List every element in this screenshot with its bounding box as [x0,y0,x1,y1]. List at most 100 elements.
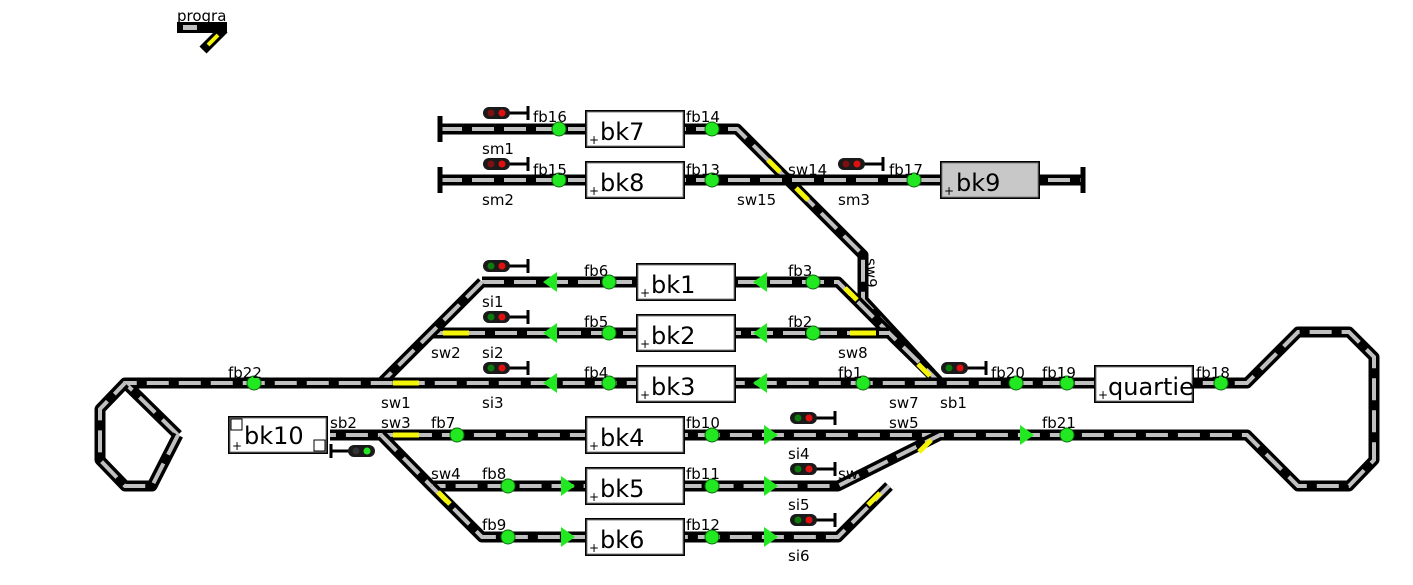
signal-lamp [794,465,802,473]
signal-label-si6: si6 [788,547,810,565]
sensor-label-fb13: fb13 [686,161,720,179]
direction-arrow [543,272,557,292]
sensor-label-fb21: fb21 [1042,414,1076,432]
sensor-label-fb4: fb4 [584,364,608,382]
block-box[interactable]: + [585,110,685,148]
signal-head [348,445,375,457]
block-plus-icon: + [589,184,599,198]
signal-icon[interactable] [790,513,837,527]
direction-arrow [543,373,557,393]
signal-icon[interactable] [483,157,530,171]
signal-icon[interactable] [941,361,988,375]
sensor-icon[interactable] [1059,375,1075,391]
block-box[interactable]: + [940,161,1040,199]
signal-head [790,412,817,424]
sensor-label-fb10: fb10 [686,414,720,432]
sensor-label-fb17: fb17 [889,161,923,179]
sensor-icon[interactable] [805,274,821,290]
switch-route-indicator[interactable] [916,362,932,378]
direction-arrow [561,476,575,496]
direction-arrow [561,527,575,547]
block-box[interactable]: + [585,518,685,556]
block-box[interactable]: + [585,416,685,454]
block-box[interactable]: + [228,416,328,454]
sensor-icon[interactable] [855,375,871,391]
block-box[interactable]: + [636,314,736,352]
signal-lamp [805,414,813,422]
switch-route-indicator[interactable] [866,491,882,507]
signal-icon[interactable] [838,157,885,171]
block-body [941,162,1039,198]
sensor-label-fb3: fb3 [788,262,812,280]
sensor-icon[interactable] [1008,375,1024,391]
switch-label-sw15: sw15 [737,191,776,209]
switch-route-indicator[interactable] [843,286,859,302]
block-body [586,468,684,504]
track-ties [120,330,1376,488]
sensor-icon[interactable] [601,325,617,341]
sensor-icon[interactable] [1213,375,1229,391]
block-box[interactable]: + [1094,365,1194,403]
switch-label-sw4: sw4 [431,465,461,483]
switch-label-sw3: sw3 [381,414,411,432]
signal-icon[interactable] [329,444,375,458]
program-label: progra [177,7,226,25]
sensor-icon[interactable] [704,478,720,494]
sensor-icon[interactable] [500,478,516,494]
signal-icon[interactable] [790,462,837,476]
sensor-icon[interactable] [500,529,516,545]
signal-lamp [956,364,964,372]
sensor-icon[interactable] [704,427,720,443]
signal-icon[interactable] [790,411,837,425]
signal-label-si3: si3 [482,394,504,412]
signals [329,106,988,527]
feedback-sensors [246,121,1229,545]
sensor-icon[interactable] [1059,427,1075,443]
signal-head [483,158,510,170]
direction-arrows [543,272,1034,547]
sensor-icon[interactable] [704,172,720,188]
direction-arrow [753,373,767,393]
sensor-icon[interactable] [551,121,567,137]
sensor-icon[interactable] [704,529,720,545]
sensor-label-fb1: fb1 [838,364,862,382]
block-box[interactable]: + [636,365,736,403]
sensor-icon[interactable] [906,172,922,188]
signal-lamp [805,465,813,473]
sensor-icon[interactable] [449,427,465,443]
block-label-bk1: bk1 [651,271,695,299]
sensor-icon[interactable] [601,375,617,391]
program-route-icon[interactable]: progra [177,7,228,54]
block-body [637,315,735,351]
sensor-icon[interactable] [704,121,720,137]
switch-route-indicator[interactable] [766,158,782,174]
sensor-label-fb16: fb16 [533,108,567,126]
block-corner-marker [313,439,326,452]
block-box[interactable]: + [636,263,736,301]
block-label-bk8: bk8 [600,169,644,197]
switch-route-indicator[interactable] [794,186,810,202]
signal-label-si5: si5 [788,496,810,514]
switch-route-indicator[interactable] [917,438,933,454]
block-box[interactable]: + [585,161,685,199]
block-plus-icon: + [232,439,242,453]
switch-route-indicator[interactable] [436,490,452,506]
sensor-icon[interactable] [246,375,262,391]
sensor-icon[interactable] [551,172,567,188]
signal-icon[interactable] [483,106,530,120]
sensor-icon[interactable] [601,274,617,290]
signal-icon[interactable] [483,310,530,324]
sensor-icon[interactable] [805,325,821,341]
block-plus-icon: + [640,286,650,300]
signal-icon[interactable] [483,259,530,273]
signal-head [941,362,968,374]
block-plus-icon: + [640,388,650,402]
direction-arrow [1020,425,1034,445]
block-plus-icon: + [589,490,599,504]
signal-icon[interactable] [483,361,530,375]
switch-label-sw7: sw7 [889,394,919,412]
signal-label-si2: si2 [482,344,504,362]
signal-lamp [853,160,861,168]
block-box[interactable]: + [585,467,685,505]
sensor-label-fb8: fb8 [482,465,506,483]
